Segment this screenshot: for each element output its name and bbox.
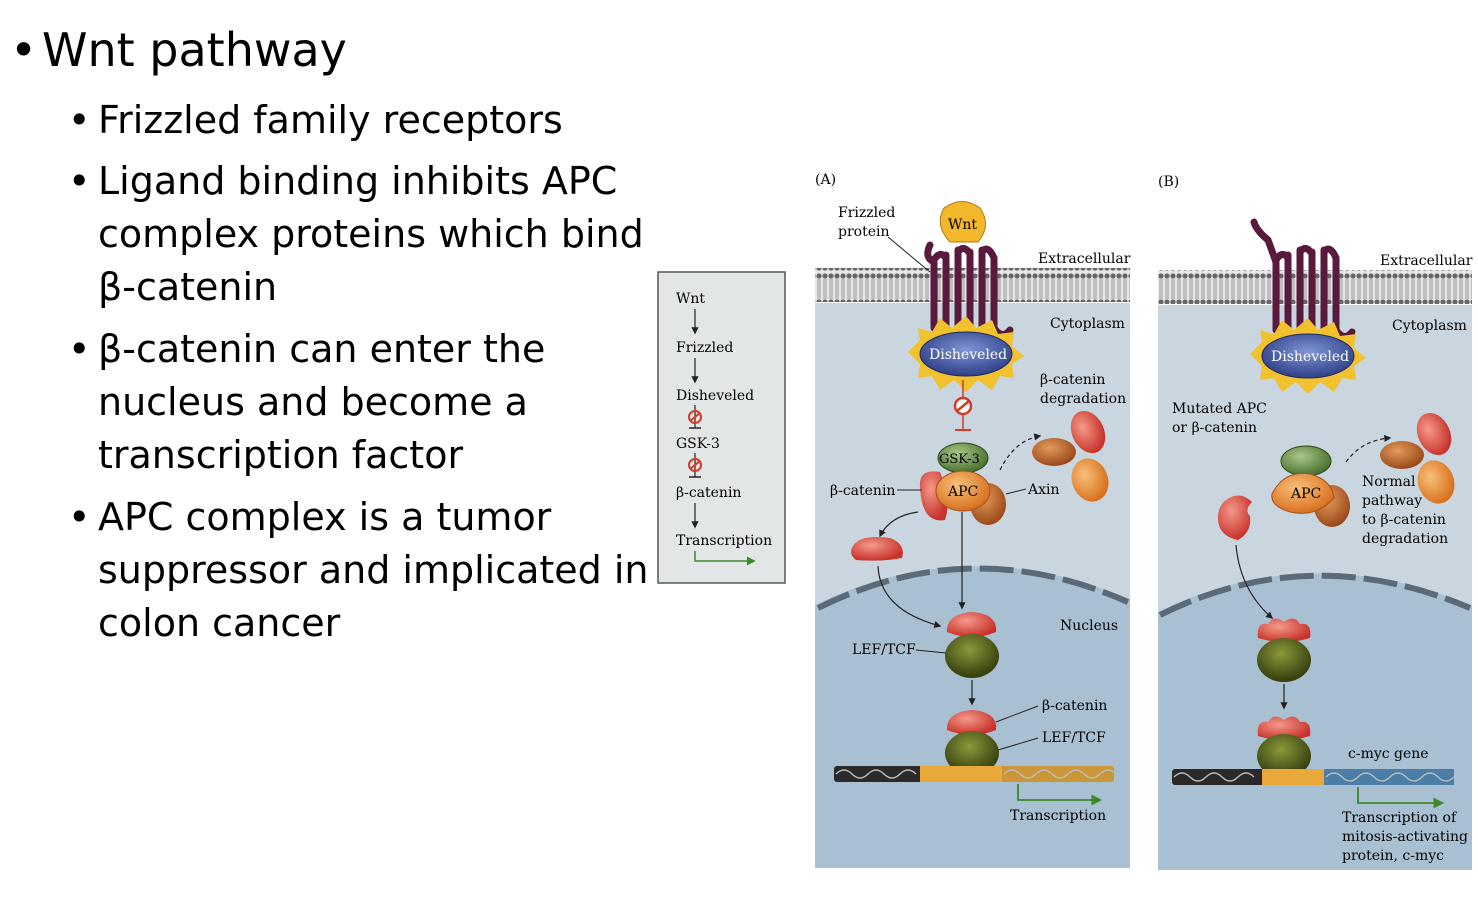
nuclear-entry-arrow-b	[1235, 544, 1274, 619]
mutated-bcatenin	[1218, 495, 1252, 540]
leftcf-protein-b	[1257, 638, 1311, 682]
normal-label-line2: pathway	[1362, 493, 1422, 509]
normal-label-line4: degradation	[1362, 531, 1448, 547]
bullet-text: APC complex is a tumor suppressor and im…	[98, 495, 649, 645]
leftcf-leader	[915, 649, 947, 654]
flow-step-transcription: Transcription	[676, 533, 772, 549]
dna-bcatenin-label: β-catenin	[1042, 698, 1107, 714]
bcatenin-left-label: β-catenin	[830, 483, 895, 499]
disheveled-label: Disheveled	[929, 347, 1007, 363]
leftcf-label: LEF/TCF	[852, 642, 916, 658]
inhibit-icon	[688, 453, 702, 478]
leftcf-protein	[945, 634, 999, 678]
bullet-text: Ligand binding inhibits APC complex prot…	[98, 159, 644, 309]
dna-leftcf-leader	[997, 737, 1039, 751]
normal-label-line3: to β-catenin	[1362, 512, 1446, 528]
flow-step-bcatenin: β-catenin	[676, 485, 741, 501]
mutated-label: Mutated APC	[1172, 401, 1267, 417]
nuclear-envelope-b	[1158, 572, 1472, 618]
nucleus-label: Nucleus	[1060, 618, 1118, 634]
cytoplasm-label: Cytoplasm	[1050, 316, 1125, 332]
panel-b-tag: (B)	[1158, 174, 1179, 190]
gsk3-protein-b	[1280, 445, 1332, 477]
transcription-label-b: Transcription of	[1342, 810, 1458, 826]
frizzled-label-line2: protein	[838, 224, 890, 240]
bullet-dot: •	[68, 327, 91, 371]
dna-leftcf-b	[1257, 734, 1311, 778]
bullet-text: β-catenin can enter the nucleus and beco…	[98, 327, 546, 477]
nuclear-bcatenin	[946, 612, 997, 637]
transcription-arrow-a	[1017, 784, 1103, 806]
flow-box-frame	[657, 271, 786, 584]
degraded-fragment-b	[1416, 412, 1452, 456]
panel-a: (A) Extracellular Cytoplasm Frizzled pro…	[815, 172, 1131, 868]
transcription-label-b-line3: protein, c-myc	[1342, 848, 1444, 864]
nuclear-bcatenin-b	[1257, 618, 1311, 642]
extracellular-label-b: Extracellular	[1380, 253, 1473, 269]
degradation-label: β-catenin	[1040, 372, 1105, 388]
bullet-text: Frizzled family receptors	[98, 98, 563, 142]
bullet-text: Wnt pathway	[42, 23, 347, 77]
dna-bcatenin-b	[1257, 716, 1311, 740]
gsk3-label: GSK-3	[939, 452, 980, 467]
degradation-label-line2: degradation	[1040, 391, 1126, 407]
panel-b: (B) Extracellular Cytoplasm Disheveled M…	[1158, 174, 1473, 870]
bullet-dot: •	[68, 98, 91, 142]
apc-protein-b	[1271, 472, 1335, 514]
inhibit-icon	[953, 380, 973, 431]
disheveled-protein-b	[1261, 333, 1355, 379]
bullet-dot: •	[10, 23, 38, 77]
dna-strand-b	[1172, 769, 1455, 785]
transcription-arrow-b	[1357, 787, 1445, 809]
dna-leftcf	[945, 731, 999, 775]
degradation-arrow	[999, 433, 1042, 471]
dna-bcatenin	[946, 710, 997, 735]
cytoplasm-label-b: Cytoplasm	[1392, 318, 1467, 334]
apc-protein	[935, 470, 991, 512]
bullet-dot: •	[68, 159, 91, 203]
dna-strand	[834, 766, 1117, 782]
flow-step-wnt: Wnt	[676, 291, 705, 307]
degraded-fragment	[1071, 458, 1109, 502]
degraded-fragment	[1070, 410, 1106, 454]
apc-label: APC	[947, 484, 978, 500]
apc-label-b: APC	[1290, 486, 1321, 502]
degraded-fragment-b	[1417, 460, 1455, 504]
axin-leader	[1005, 488, 1027, 495]
inhibit-icon	[688, 405, 702, 429]
flow-step-gsk3: GSK-3	[676, 436, 720, 452]
panel-a-tag: (A)	[815, 172, 836, 188]
flow-step-frizzled: Frizzled	[676, 340, 733, 356]
flow-step-disheveled: Disheveled	[676, 388, 754, 404]
nuclear-envelope	[816, 565, 1130, 611]
disheveled-label-b: Disheveled	[1271, 349, 1349, 365]
degraded-fragment-b	[1380, 441, 1424, 469]
transcription-label-b-line2: mitosis-activating	[1342, 829, 1468, 845]
release-arrow	[879, 511, 919, 538]
nucleus-region-b	[1158, 573, 1472, 870]
transcription-arrow	[694, 551, 756, 566]
frizzled-leader	[887, 236, 931, 273]
normal-label: Normal	[1362, 474, 1416, 490]
dna-bcatenin-leader	[995, 705, 1039, 723]
wnt-label: Wnt	[948, 217, 977, 233]
nuclear-entry-arrow	[877, 565, 942, 628]
frizzled-receptor	[924, 241, 1014, 338]
dna-leftcf-label: LEF/TCF	[1042, 730, 1106, 746]
transcription-label-a: Transcription	[1010, 808, 1106, 824]
degraded-fragment	[1032, 438, 1076, 466]
frizzled-label: Frizzled	[838, 205, 895, 221]
bullet-dot: •	[68, 495, 91, 539]
flow-box: Wnt Frizzled Disheveled GSK-3 β-catenin …	[657, 271, 786, 584]
mutated-label-line2: or β-catenin	[1172, 420, 1257, 436]
cmyc-gene-label: c-myc gene	[1348, 746, 1429, 762]
wnt-ligand	[939, 201, 986, 243]
free-bcatenin	[851, 537, 903, 561]
disheveled-protein	[919, 331, 1013, 377]
axin-label: Axin	[1027, 482, 1060, 498]
extracellular-label: Extracellular	[1038, 251, 1131, 267]
